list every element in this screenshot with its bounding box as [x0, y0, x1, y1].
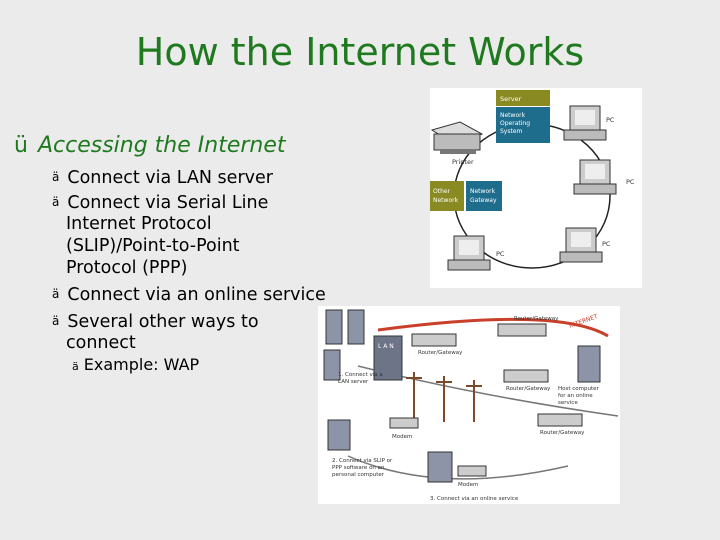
- slip-label: 2. Connect via SLIP or: [332, 458, 393, 464]
- lan-server-label: LAN server: [338, 379, 369, 385]
- router-icon: [537, 413, 583, 427]
- sub-bullet-online: ä Connect via an online service: [52, 284, 326, 305]
- modem-label: Modem: [458, 482, 478, 488]
- utility-pole-icon: [406, 372, 482, 422]
- slip-label: PPP software on an: [332, 465, 385, 471]
- printer-label: Printer: [452, 158, 474, 166]
- host-computer-icon: [577, 345, 601, 383]
- online-label: 3. Connect via an online service: [430, 496, 519, 502]
- slide-title: How the Internet Works: [135, 30, 585, 74]
- sub-sub-bullet-text: Example: WAP: [83, 355, 200, 374]
- lan-label: L A N: [378, 343, 394, 350]
- router-label: Router/Gateway: [514, 316, 559, 322]
- arrow-icon: ä: [52, 287, 60, 301]
- sub-bullet-other-line2: connect: [66, 333, 136, 353]
- sub-bullet-text: Connect via Serial Line: [67, 193, 269, 213]
- other-network-label: Other: [433, 188, 451, 195]
- host-label: Host computer: [558, 386, 600, 392]
- main-bullet-text: Accessing the Internet: [37, 133, 286, 158]
- lan-server-icon: [373, 335, 403, 381]
- router-icon: [497, 323, 547, 337]
- connection-diagram: L A N Router/Gateway INTERNET Router/Gat…: [318, 306, 620, 504]
- gateway-label: Gateway: [470, 197, 497, 204]
- server-tower-icon: [323, 349, 341, 381]
- server-box: [496, 90, 550, 106]
- router-label: Router/Gateway: [540, 430, 585, 436]
- nos-label: Operating: [500, 120, 530, 127]
- pc-icon: [427, 451, 453, 483]
- sub-bullet-text: Connect via an online service: [67, 285, 326, 305]
- printer-icon: [430, 121, 484, 154]
- sub-bullet-slip-line2: Internet Protocol: [66, 214, 212, 234]
- sub-bullet-lan: ä Connect via LAN server: [52, 167, 273, 188]
- slip-label: personal computer: [332, 472, 385, 478]
- pc-icon: [563, 105, 607, 141]
- sub-bullet-other: ä Several other ways to: [52, 311, 259, 332]
- network-diagram: Server Network Operating System Other Ne…: [430, 88, 642, 288]
- sub-sub-bullet: ä Example: WAP: [72, 355, 199, 374]
- sub-bullet-text: Several other ways to: [67, 312, 259, 332]
- router-icon: [411, 333, 457, 347]
- router-icon: [503, 369, 549, 383]
- sub-bullet-text: Connect via LAN server: [67, 168, 273, 188]
- arrow-icon: ä: [52, 195, 60, 209]
- arrow-icon: ä: [72, 360, 79, 373]
- host-label: for an online: [558, 393, 593, 399]
- server-tower-icon: [347, 309, 365, 345]
- pc-icon: [559, 227, 603, 263]
- sub-bullet-slip-line3: (SLIP)/Point-to-Point: [66, 236, 240, 256]
- lan-server-label: 1. Connect via a: [338, 372, 383, 378]
- host-label: service: [558, 400, 578, 406]
- other-network-label: Network: [433, 197, 459, 204]
- gateway-label: Network: [470, 188, 496, 195]
- pc-label: PC: [496, 250, 505, 258]
- main-bullet: ü Accessing the Internet: [14, 133, 286, 158]
- router-label: Router/Gateway: [418, 350, 463, 356]
- pc-icon: [573, 159, 617, 195]
- check-icon: ü: [14, 133, 28, 158]
- other-network-box: [430, 181, 464, 211]
- sub-bullet-slip: ä Connect via Serial Line: [52, 192, 268, 213]
- router-label: Router/Gateway: [506, 386, 551, 392]
- pc-label: PC: [602, 240, 611, 248]
- modem-icon: [389, 417, 419, 429]
- nos-label: System: [500, 128, 523, 135]
- nos-label: Network: [500, 112, 526, 119]
- modem-label: Modem: [392, 434, 412, 440]
- sub-bullet-slip-line4: Protocol (PPP): [66, 258, 188, 278]
- arrow-icon: ä: [52, 170, 60, 184]
- gateway-box: [466, 181, 502, 211]
- pc-icon: [447, 235, 491, 271]
- server-tower-icon: [325, 309, 343, 345]
- nos-box: [496, 107, 550, 143]
- modem-icon: [457, 465, 487, 477]
- arrow-icon: ä: [52, 314, 60, 328]
- pc-icon: [327, 419, 351, 451]
- server-label: Server: [500, 95, 522, 103]
- pc-label: PC: [626, 178, 635, 186]
- pc-label: PC: [606, 116, 615, 124]
